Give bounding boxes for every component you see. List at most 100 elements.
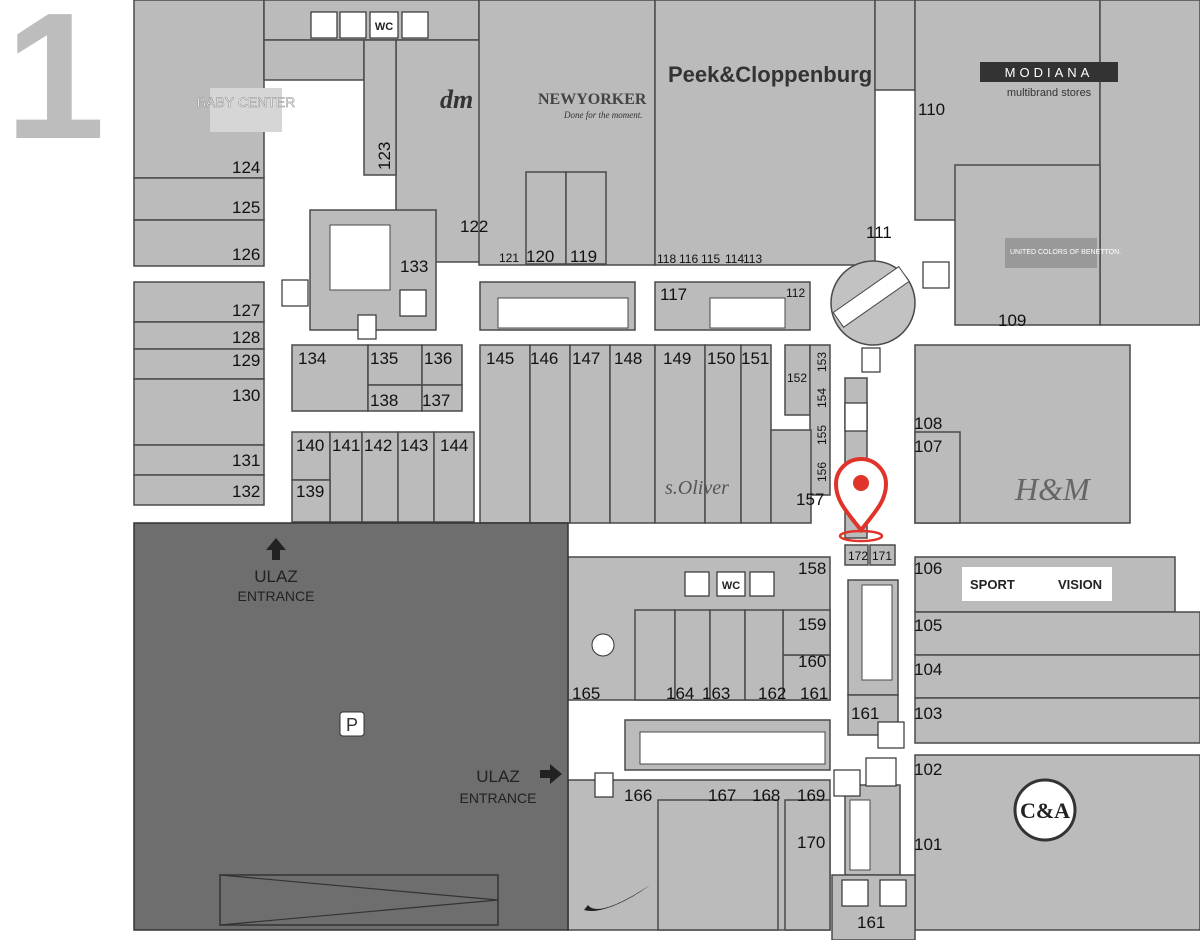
- nike-swoosh-icon: [584, 885, 650, 911]
- svg-text:153: 153: [815, 352, 829, 372]
- svg-text:150: 150: [707, 349, 735, 368]
- floor-number: 1: [5, 0, 105, 177]
- svg-text:C&A: C&A: [1020, 798, 1070, 823]
- svg-text:163: 163: [702, 684, 730, 703]
- svg-text:110: 110: [918, 100, 945, 119]
- svg-text:106: 106: [914, 559, 942, 578]
- svg-text:149: 149: [663, 349, 691, 368]
- svg-text:122: 122: [460, 217, 488, 236]
- svg-text:104: 104: [914, 660, 942, 679]
- svg-text:108: 108: [914, 414, 942, 433]
- brand-hm: H&M: [1014, 471, 1092, 507]
- svg-text:116: 116: [679, 252, 698, 266]
- svg-text:128: 128: [232, 328, 260, 347]
- svg-text:161: 161: [851, 704, 879, 723]
- brand-soliver: s.Oliver: [665, 477, 729, 499]
- svg-text:159: 159: [798, 615, 826, 634]
- svg-text:133: 133: [400, 257, 428, 276]
- svg-text:WC: WC: [722, 580, 740, 592]
- svg-text:154: 154: [815, 388, 829, 408]
- brand-benetton: UNITED COLORS OF BENETTON.: [1010, 249, 1121, 256]
- svg-text:161: 161: [857, 913, 885, 932]
- svg-text:103: 103: [914, 704, 942, 723]
- facility-icons: WC WC: [281, 11, 950, 907]
- svg-text:168: 168: [752, 786, 780, 805]
- svg-text:160: 160: [798, 652, 826, 671]
- brand-baby-center: BABY CENTER: [196, 88, 296, 132]
- svg-text:139: 139: [296, 482, 324, 501]
- svg-text:136: 136: [424, 349, 452, 368]
- svg-text:152: 152: [787, 371, 807, 385]
- svg-text:169: 169: [797, 786, 825, 805]
- brand-modiana-sub: multibrand stores: [1007, 87, 1092, 99]
- svg-text:130: 130: [232, 386, 260, 405]
- svg-text:151: 151: [741, 349, 769, 368]
- svg-text:129: 129: [232, 351, 260, 370]
- svg-text:ENTRANCE: ENTRANCE: [237, 588, 314, 604]
- brand-sportvision-b: VISION: [1058, 577, 1102, 592]
- brand-peek: Peek&Cloppenburg: [668, 62, 872, 87]
- svg-text:ENTRANCE: ENTRANCE: [459, 790, 536, 806]
- svg-text:162: 162: [758, 684, 786, 703]
- svg-text:147: 147: [572, 349, 600, 368]
- svg-text:112: 112: [786, 286, 805, 300]
- svg-text:143: 143: [400, 436, 428, 455]
- svg-text:156: 156: [815, 462, 829, 482]
- svg-text:111: 111: [866, 223, 892, 242]
- svg-text:BABY CENTER: BABY CENTER: [197, 94, 296, 110]
- svg-text:138: 138: [370, 391, 398, 410]
- svg-text:148: 148: [614, 349, 642, 368]
- svg-text:137: 137: [422, 391, 450, 410]
- svg-text:123: 123: [375, 142, 394, 170]
- svg-text:P: P: [346, 715, 358, 735]
- svg-text:113: 113: [743, 252, 762, 266]
- svg-text:157: 157: [796, 490, 824, 509]
- svg-text:118: 118: [657, 252, 676, 266]
- svg-text:134: 134: [298, 349, 326, 368]
- svg-text:135: 135: [370, 349, 398, 368]
- svg-text:146: 146: [530, 349, 558, 368]
- left-units: [133, 281, 265, 506]
- brand-dm: dm: [440, 85, 473, 114]
- brand-newyorker: NEWYORKER: [538, 91, 647, 108]
- svg-text:125: 125: [232, 198, 260, 217]
- svg-text:ULAZ: ULAZ: [254, 567, 297, 586]
- entrance-top: ULAZ ENTRANCE: [237, 538, 315, 604]
- brand-ca: C&A: [1013, 778, 1077, 842]
- svg-text:105: 105: [914, 616, 942, 635]
- top-units: [133, 0, 1200, 326]
- svg-text:161: 161: [800, 684, 828, 703]
- svg-text:119: 119: [570, 247, 597, 266]
- svg-text:ULAZ: ULAZ: [476, 767, 519, 786]
- brand-modiana: MODIANA: [1005, 65, 1094, 80]
- svg-text:155: 155: [815, 425, 829, 445]
- svg-text:158: 158: [798, 559, 826, 578]
- svg-text:145: 145: [486, 349, 514, 368]
- svg-text:142: 142: [364, 436, 392, 455]
- parking-sign: P: [339, 711, 365, 737]
- brand-newyorker-tag: Done for the moment.: [563, 110, 643, 120]
- svg-text:144: 144: [440, 436, 468, 455]
- svg-text:120: 120: [526, 247, 554, 266]
- svg-text:WC: WC: [375, 21, 393, 33]
- svg-text:141: 141: [332, 436, 360, 455]
- svg-text:165: 165: [572, 684, 600, 703]
- svg-text:124: 124: [232, 158, 260, 177]
- svg-text:126: 126: [232, 245, 260, 264]
- svg-text:117: 117: [660, 285, 687, 304]
- svg-text:107: 107: [914, 437, 942, 456]
- svg-text:140: 140: [296, 436, 324, 455]
- svg-text:121: 121: [499, 251, 519, 265]
- you-are-here-marker: [833, 457, 889, 543]
- svg-text:109: 109: [998, 311, 1026, 330]
- brand-sportvision-a: SPORT: [970, 577, 1015, 592]
- shop-labels: 124 125 126 127 128 129 130 131 132 133 …: [232, 100, 1026, 932]
- svg-text:101: 101: [914, 835, 942, 854]
- svg-text:132: 132: [232, 482, 260, 501]
- svg-text:131: 131: [232, 451, 260, 470]
- entrance-right: ULAZ ENTRANCE: [459, 764, 562, 806]
- svg-text:170: 170: [797, 833, 825, 852]
- svg-text:167: 167: [708, 786, 736, 805]
- svg-text:102: 102: [914, 760, 942, 779]
- svg-text:172: 172: [848, 549, 868, 563]
